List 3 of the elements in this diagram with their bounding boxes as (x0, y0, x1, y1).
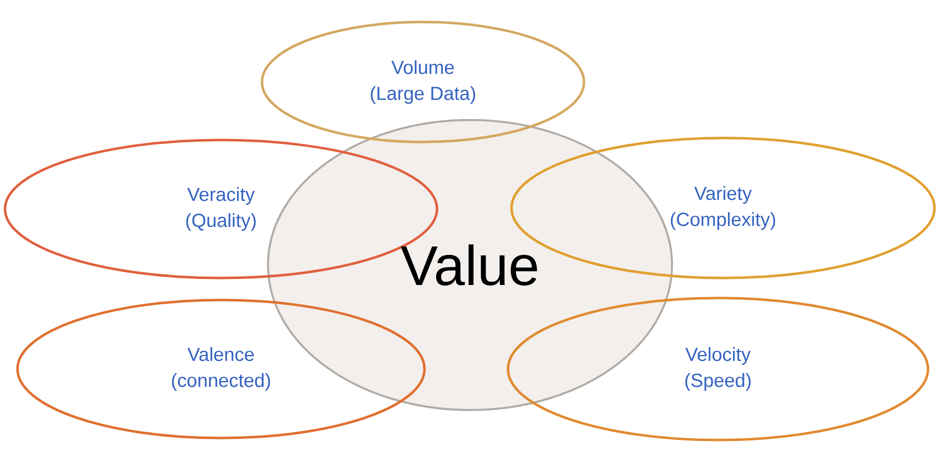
oval: Valence (connected) (16, 298, 426, 440)
oval: Volume (Large Data) (260, 20, 586, 144)
oval: Velocity (Speed) (506, 296, 930, 442)
